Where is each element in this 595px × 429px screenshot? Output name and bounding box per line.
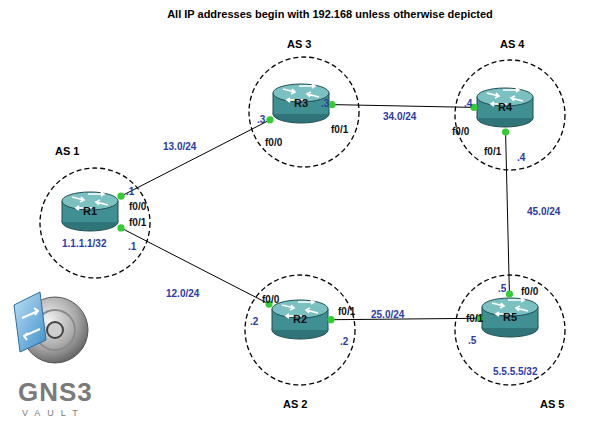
- router-edge: [272, 309, 273, 330]
- address-label: .2: [340, 336, 348, 348]
- link-line: [506, 132, 510, 294]
- interface-label: f0/0: [265, 137, 282, 149]
- router-edge: [477, 97, 478, 118]
- router-name: R1: [59, 205, 121, 217]
- as-name: AS 4: [500, 38, 524, 50]
- link-line: [332, 105, 474, 108]
- router-edge: [62, 201, 63, 222]
- interface-label: f0/1: [466, 313, 483, 325]
- address-label: .5: [468, 335, 476, 347]
- logo-arrows: [22, 308, 40, 340]
- router: R1: [59, 188, 121, 236]
- router-edge: [273, 93, 274, 114]
- interface-label: f0/0: [262, 294, 279, 306]
- router-edge: [533, 97, 534, 118]
- as-dashed-circle: [245, 275, 355, 385]
- address-label: .4: [464, 98, 472, 110]
- router-edge: [538, 307, 539, 328]
- logo-disc-hub: [47, 322, 63, 338]
- interface-label: f0/1: [129, 217, 146, 229]
- address-label: .4: [517, 152, 525, 164]
- subnet-label: 34.0/24: [383, 111, 416, 123]
- subnet-label: 45.0/24: [527, 206, 560, 218]
- gns3-logo-icon: [14, 292, 88, 363]
- autonomous-system: AS 3R3: [248, 56, 360, 168]
- interface-label: f0/0: [129, 201, 146, 213]
- logo-text: GNS3: [18, 378, 93, 406]
- interface-label: f0/1: [484, 146, 501, 158]
- address-label: .3: [257, 114, 265, 126]
- address-label: .1: [126, 186, 134, 198]
- interface-label: f0/1: [338, 306, 355, 318]
- router-name: R2: [269, 313, 331, 325]
- router: R5: [479, 294, 541, 342]
- autonomous-system: AS 4R4: [454, 59, 566, 171]
- address-label: .2: [250, 316, 258, 328]
- router-edge: [328, 309, 329, 330]
- link-line: [121, 120, 270, 196]
- as-name: AS 2: [283, 398, 307, 410]
- as-name: AS 5: [540, 398, 564, 410]
- as-dashed-circle: [40, 168, 150, 278]
- router-edge: [118, 201, 119, 222]
- as-name: AS 1: [55, 145, 79, 157]
- autonomous-system: AS 2R2: [244, 274, 356, 386]
- interface-label: f0/0: [452, 126, 469, 138]
- logo-disc-ring: [35, 310, 75, 350]
- as-dashed-circle: [455, 60, 565, 170]
- as-dashed-circle: [249, 57, 359, 167]
- logo-text: VAULT: [22, 408, 85, 418]
- subnet-label: 13.0/24: [163, 141, 196, 153]
- link-line: [121, 228, 269, 304]
- logo-disc: [22, 297, 88, 363]
- address-label: .3: [321, 98, 329, 110]
- router-name: R5: [479, 311, 541, 323]
- logo-tile: [14, 292, 46, 352]
- link-line: [331, 318, 479, 319]
- as-dashed-circle: [455, 275, 565, 385]
- subnet-label: 12.0/24: [166, 288, 199, 300]
- address-label: 1.1.1.1/32: [62, 238, 106, 250]
- router-name: R4: [474, 101, 536, 113]
- router: R4: [474, 84, 536, 132]
- address-label: .5: [498, 283, 506, 295]
- address-label: .1: [128, 241, 136, 253]
- subnet-label: 25.0/24: [371, 309, 404, 321]
- diagram-title: All IP addresses begin with 192.168 unle…: [120, 8, 540, 20]
- interface-label: f0/0: [521, 286, 538, 298]
- as-name: AS 3: [287, 38, 311, 50]
- interface-label: f0/1: [331, 124, 348, 136]
- address-label: 5.5.5.5/32: [493, 366, 537, 378]
